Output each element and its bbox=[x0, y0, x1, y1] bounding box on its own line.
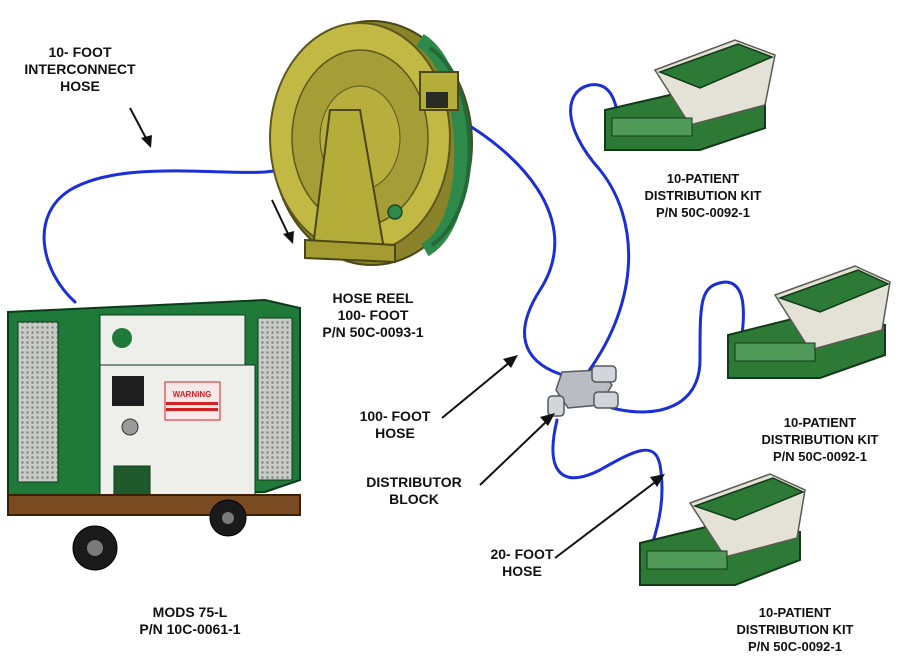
kit-2-label: 10-PATIENT DISTRIBUTION KIT P/N 50C-0092… bbox=[761, 415, 879, 464]
callout-arrows bbox=[129, 107, 665, 559]
kit2-hose bbox=[610, 280, 745, 414]
interconnect-hose-label: 10- FOOT INTERCONNECT HOSE bbox=[24, 44, 136, 94]
hose-reel bbox=[269, 20, 473, 266]
interconnect-arrow bbox=[129, 107, 149, 143]
distribution-kit-1 bbox=[604, 39, 776, 151]
mods-unit: WARNING bbox=[7, 298, 301, 571]
hose20-arrow bbox=[554, 479, 659, 559]
distributor-block bbox=[547, 365, 619, 417]
distribution-kit-2 bbox=[727, 265, 891, 379]
reel-output-hose bbox=[443, 110, 577, 380]
hose100-arrow bbox=[441, 361, 511, 419]
kit1-hose bbox=[569, 83, 631, 374]
unit-label: MODS 75-L P/N 10C-0061-1 bbox=[139, 604, 241, 637]
kit-3-label: 10-PATIENT DISTRIBUTION KIT P/N 50C-0092… bbox=[736, 605, 854, 654]
hose-100ft-label: 100- FOOT HOSE bbox=[359, 408, 431, 441]
hose-20ft-label: 20- FOOT HOSE bbox=[490, 546, 554, 579]
distributor-block-label: DISTRIBUTOR BLOCK bbox=[366, 474, 462, 507]
warning-label: WARNING bbox=[173, 390, 212, 399]
hose-reel-label: HOSE REEL 100- FOOT P/N 50C-0093-1 bbox=[322, 290, 424, 340]
kit3-hose bbox=[551, 418, 664, 547]
distributor-arrow bbox=[479, 419, 549, 486]
kit-1-label: 10-PATIENT DISTRIBUTION KIT P/N 50C-0092… bbox=[644, 171, 762, 220]
reel-arrow bbox=[271, 199, 291, 239]
distribution-kit-3 bbox=[639, 473, 806, 586]
